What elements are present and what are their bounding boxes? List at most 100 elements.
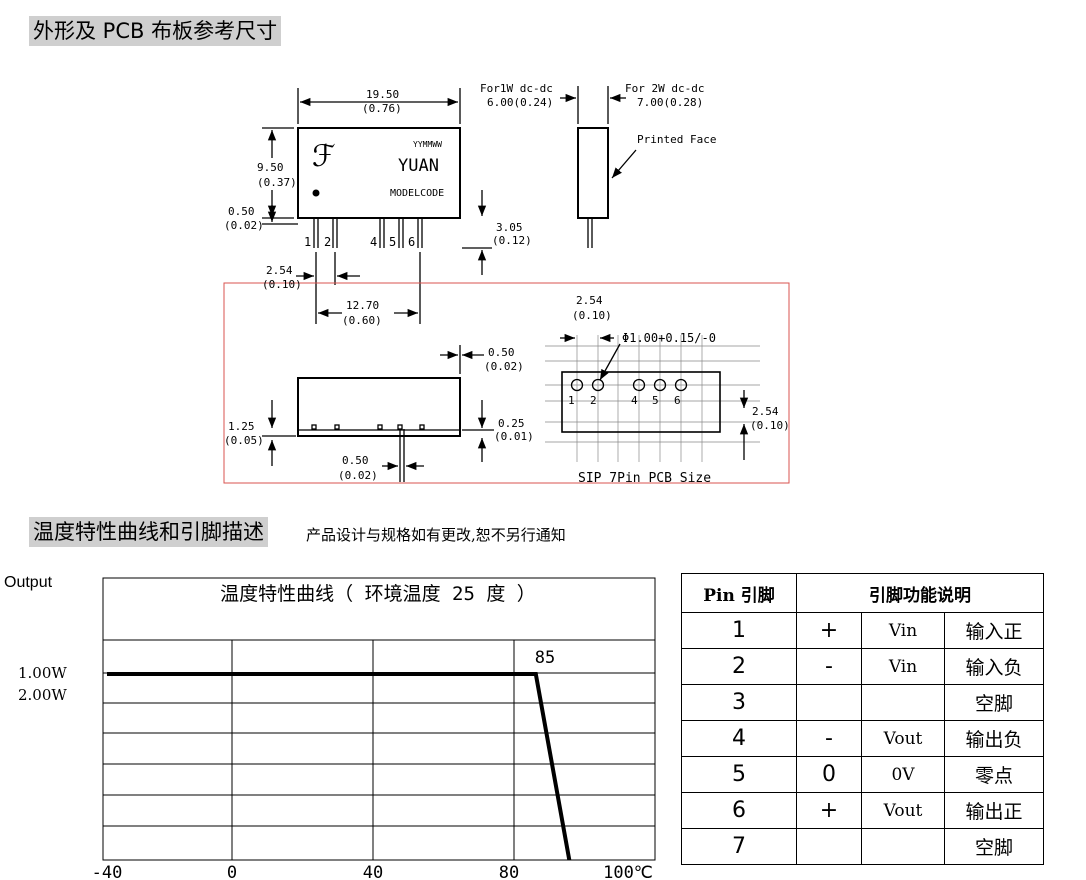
pin-name: Vin — [861, 648, 945, 685]
pin-sign: + — [796, 612, 862, 649]
dim-height: 9.50 — [257, 161, 284, 174]
pin-sign: - — [796, 720, 862, 757]
dim-span: 12.70 — [346, 299, 379, 312]
pin-label-2: 2 — [324, 235, 331, 249]
pcb-row: 2.54 — [752, 405, 779, 418]
date-code: YYMMWW — [413, 140, 442, 149]
x-tick-100: 100℃ — [603, 863, 653, 880]
pcb-pitch-in: (0.10) — [572, 309, 612, 322]
pin-label-4: 4 — [370, 235, 377, 249]
bottom-dim-left-in: (0.05) — [224, 434, 264, 447]
pin-sign: 0 — [796, 756, 862, 793]
pin-description: 输入负 — [944, 648, 1044, 685]
note-1w-dim: 6.00(0.24) — [487, 96, 553, 109]
dim-pinlen: 3.05 — [496, 221, 523, 234]
module-body — [297, 127, 461, 219]
table-row: 3 空脚 — [681, 684, 1044, 721]
note-2w: For 2W dc-dc — [625, 82, 704, 95]
pin-description: 空脚 — [944, 684, 1044, 721]
pin-description: 输入正 — [944, 612, 1044, 649]
header-pin: Pin 引脚 — [681, 573, 797, 613]
dim-pinlen-in: (0.12) — [492, 234, 532, 247]
header-function: 引脚功能说明 — [796, 573, 1044, 613]
pin-number: 7 — [681, 828, 797, 865]
pin-description: 输出正 — [944, 792, 1044, 829]
chart-title: 温度特性曲线（ 环境温度 25 度 ） — [220, 583, 536, 605]
y-tick-2w: 2.00W — [18, 686, 67, 704]
pcb-caption: SIP 7Pin PCB Size — [578, 471, 711, 486]
spec-change-note: 产品设计与规格如有更改,恕不另行通知 — [306, 526, 566, 544]
pin-number: 5 — [681, 756, 797, 793]
note-2w-dim: 7.00(0.28) — [637, 96, 703, 109]
pin-label-1: 1 — [304, 235, 311, 249]
bottom-dim-right: 0.25 — [498, 417, 525, 430]
y-axis-label: Output — [4, 574, 53, 591]
brand-logo: ℱ — [312, 139, 336, 174]
pin-number: 2 — [681, 648, 797, 685]
pcb-pin-2: 2 — [590, 394, 597, 407]
dim-pitch-in: (0.10) — [262, 278, 302, 291]
pin-label-5: 5 — [389, 235, 396, 249]
derating-curve — [107, 672, 572, 861]
x-tick-0: 0 — [227, 863, 237, 880]
pin-number: 6 — [681, 792, 797, 829]
pcb-pin-5: 5 — [652, 394, 659, 407]
chart-annotation-85: 85 — [535, 648, 555, 668]
pin-sign — [796, 828, 862, 865]
pcb-pin-6: 6 — [674, 394, 681, 407]
dim-pitch: 2.54 — [266, 264, 293, 277]
table-row: 7 空脚 — [681, 828, 1044, 865]
pcb-row-in: (0.10) — [750, 419, 790, 432]
bottom-dim-right-in: (0.01) — [494, 430, 534, 443]
pin-name: Vin — [861, 612, 945, 649]
x-tick-40: 40 — [363, 863, 383, 880]
dim-width: 19.50 — [366, 88, 399, 101]
bottom-dim-left: 1.25 — [228, 420, 255, 433]
pcb-pin-1: 1 — [568, 394, 575, 407]
x-tick-neg40: -40 — [92, 863, 123, 880]
printed-face-label: Printed Face — [637, 133, 716, 146]
bottom-dim-top: 0.50 — [488, 346, 515, 359]
dim-height-in: (0.37) — [257, 176, 297, 189]
temperature-chart: 温度特性曲线（ 环境温度 25 度 ） 85 -40 0 40 80 100℃ — [92, 577, 656, 880]
bottom-dim-pin-in: (0.02) — [338, 469, 378, 482]
dim-standoff: 0.50 — [228, 205, 255, 218]
pin-sign: + — [796, 792, 862, 829]
pin-number: 1 — [681, 612, 797, 649]
pin-name — [861, 828, 945, 865]
dim-span-in: (0.60) — [342, 314, 382, 327]
dimension-drawing: 19.50 (0.76) 9.50 (0.37) 0.50 (0.02) 3.0… — [223, 82, 790, 486]
pin-description: 零点 — [944, 756, 1044, 793]
note-1w: For1W dc-dc — [480, 82, 553, 95]
x-tick-80: 80 — [499, 863, 519, 880]
pin-sign: - — [796, 648, 862, 685]
pin-name: 0V — [861, 756, 945, 793]
section-title-dimensions: 外形及 PCB 布板参考尺寸 — [29, 16, 282, 46]
section-title-temp: 温度特性曲线和引脚描述 — [29, 517, 268, 547]
chart-frame — [102, 577, 656, 861]
pcb-pitch: 2.54 — [576, 294, 603, 307]
pcb-pin-4: 4 — [631, 394, 638, 407]
pin-label-6: 6 — [408, 235, 415, 249]
pin-name: Vout — [861, 720, 945, 757]
dim-width-in: (0.76) — [362, 102, 402, 115]
pin1-dot — [312, 189, 320, 197]
pin-description: 输出负 — [944, 720, 1044, 757]
bottom-dim-pin: 0.50 — [342, 454, 369, 467]
pin-sign — [796, 684, 862, 721]
pin-number: 3 — [681, 684, 797, 721]
dim-standoff-in: (0.02) — [224, 219, 264, 232]
pin-name: Vout — [861, 792, 945, 829]
brand-label: YUAN — [398, 156, 439, 176]
pin-number: 4 — [681, 720, 797, 757]
pin-name — [861, 684, 945, 721]
y-tick-1w: 1.00W — [18, 664, 67, 682]
pcb-hole: Φ1.00+0.15/-0 — [622, 331, 716, 345]
pin-description: 空脚 — [944, 828, 1044, 865]
